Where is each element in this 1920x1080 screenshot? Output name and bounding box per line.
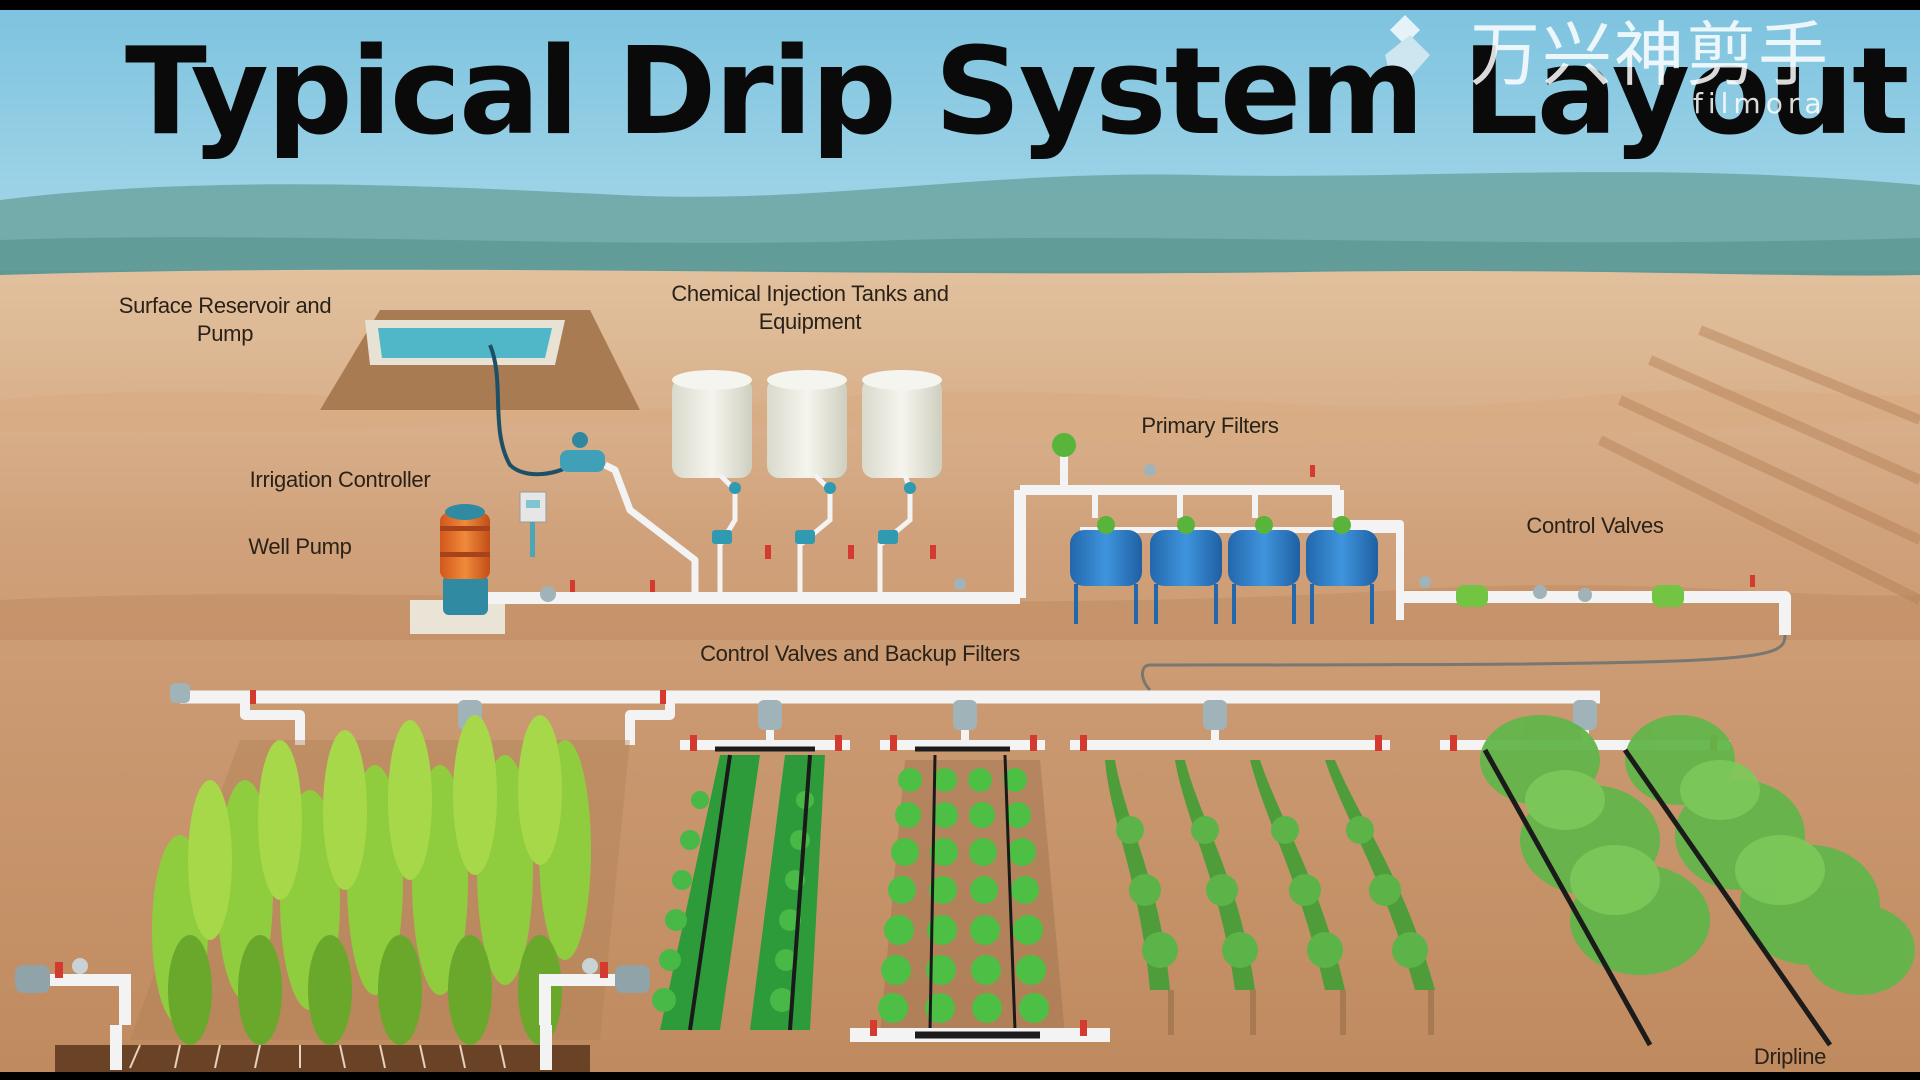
chemical-injection-tanks bbox=[672, 370, 942, 478]
watermark-brand-text: filmora bbox=[1693, 87, 1827, 120]
well-pump bbox=[410, 504, 505, 634]
label-surface-reservoir: Surface Reservoir and Pump bbox=[118, 293, 332, 346]
primary-filters bbox=[1070, 490, 1378, 624]
label-dripline: Dripline bbox=[1753, 1044, 1827, 1069]
filmora-logo-icon bbox=[1385, 15, 1430, 95]
manifold-valves bbox=[170, 683, 1597, 730]
air-vent-valve bbox=[1052, 433, 1076, 490]
manifold-markers bbox=[250, 690, 666, 704]
subsurface-trench bbox=[55, 1044, 590, 1072]
irrigation-controller bbox=[519, 491, 547, 557]
corn-field bbox=[130, 715, 630, 1045]
main-pipe-markers bbox=[570, 465, 1755, 592]
vineyard-rows bbox=[1105, 760, 1435, 1035]
surface-reservoir bbox=[320, 310, 640, 410]
label-control-valves-backup-filters: Control Valves and Backup Filters bbox=[700, 641, 1020, 666]
pump-pipe bbox=[603, 461, 699, 595]
label-primary-filters: Primary Filters bbox=[1141, 413, 1279, 438]
control-valves bbox=[1456, 585, 1684, 607]
main-pipe-fittings bbox=[540, 464, 1592, 602]
orchard-trees bbox=[1480, 715, 1915, 995]
injection-valves bbox=[765, 545, 936, 559]
connector-hose bbox=[1141, 634, 1787, 692]
label-irrigation-controller: Irrigation Controller bbox=[249, 467, 431, 492]
label-control-valves: Control Valves bbox=[1526, 513, 1664, 538]
lettuce-bed bbox=[850, 754, 1110, 1042]
vegetable-rows bbox=[652, 754, 825, 1031]
driplines bbox=[1482, 748, 1833, 1047]
surface-pump bbox=[560, 432, 605, 472]
label-well-pump: Well Pump bbox=[248, 534, 352, 559]
label-chemical-injection-tanks: Chemical Injection Tanks and Equipment bbox=[671, 281, 949, 334]
diagram-title: Typical Drip System Layout bbox=[125, 23, 1909, 162]
trench-end-valves bbox=[15, 958, 650, 1070]
filmora-watermark: 万兴神剪手 filmora bbox=[1375, 10, 1895, 120]
injection-pumps bbox=[712, 482, 916, 544]
field-furrows bbox=[1597, 325, 1920, 605]
watermark-chinese-text: 万兴神剪手 bbox=[1470, 14, 1830, 96]
reservoir-hose bbox=[488, 344, 577, 477]
